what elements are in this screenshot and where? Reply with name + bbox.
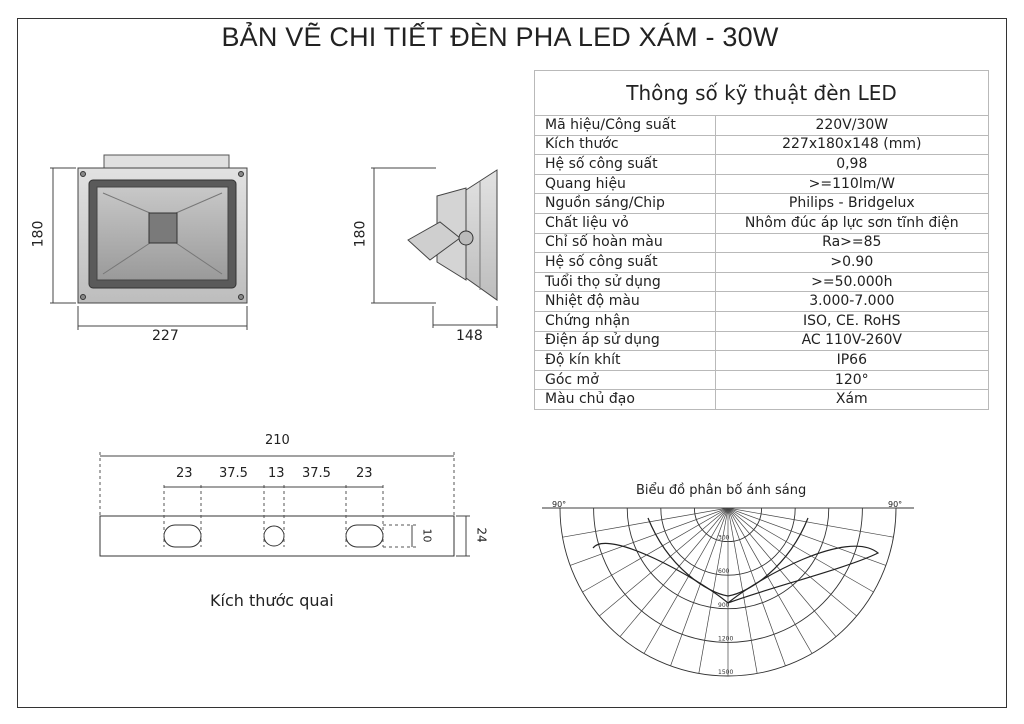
polar-ring-label: 300 [718, 535, 730, 542]
polar-spoke [727, 507, 813, 654]
spec-value: Nhôm đúc áp lực sơn tĩnh điện [714, 212, 990, 234]
polar-spoke [727, 507, 886, 566]
front-height-label: 180 [30, 220, 47, 248]
side-height-label: 180 [352, 220, 369, 248]
side-view [371, 167, 498, 328]
polar-ring-label: 1200 [718, 635, 733, 642]
spec-table-heading-row: Thông số kỹ thuật đèn LED [534, 70, 989, 116]
polar-spoke [562, 507, 729, 538]
bracket-height: 24 [474, 527, 489, 543]
polar-ring-label: 600 [718, 568, 730, 575]
polar-spoke [727, 507, 894, 538]
polar-spoke [698, 507, 729, 674]
bracket-slot-height: 10 [420, 528, 434, 543]
spec-row: Quang hiệu>=110lm/W [534, 173, 990, 195]
polar-spoke [727, 507, 874, 593]
spec-value: ISO, CE. RoHS [714, 310, 990, 332]
front-reflector [102, 192, 223, 275]
spec-value: Philips - Bridgelux [714, 193, 990, 214]
bracket-knob-icon [458, 230, 474, 246]
polar-diagram: 300 600 900 1200 1500 [542, 507, 914, 677]
drawing-frame [17, 18, 1007, 708]
spec-row: Hệ số công suất>0.90 [534, 252, 990, 273]
polar-spoke [727, 507, 857, 617]
bracket-total-length: 210 [265, 433, 290, 448]
spec-label: Chất liệu vỏ [534, 212, 716, 234]
bracket-seg-5: 23 [356, 466, 373, 481]
screw-icon [80, 294, 86, 300]
bracket-seg-1: 23 [176, 466, 193, 481]
polar-angle-left: 90° [552, 500, 567, 509]
polar-caption: Biểu đồ phân bố ánh sáng [636, 483, 807, 498]
polar-ring-label: 900 [718, 602, 730, 609]
spec-value: >=110lm/W [714, 173, 990, 195]
polar-spoke [670, 507, 729, 666]
spec-table-heading: Thông số kỹ thuật đèn LED [534, 70, 989, 116]
front-view [50, 154, 248, 330]
page-title: BẢN VẼ CHI TIẾT ĐÈN PHA LED XÁM - 30W [221, 22, 779, 52]
polar-spoke [570, 507, 729, 566]
screw-icon [238, 294, 244, 300]
bracket-seg-2: 37.5 [219, 466, 248, 481]
front-led-chip [148, 212, 178, 244]
front-bracket [103, 154, 230, 170]
spec-label: Hệ số công suất [534, 154, 716, 175]
spec-label: Nguồn sáng/Chip [534, 193, 716, 214]
spec-label: Kích thước [534, 134, 716, 156]
polar-spoke [727, 507, 786, 666]
bracket-seg-4: 37.5 [302, 466, 331, 481]
side-dimensions [371, 167, 498, 328]
screw-icon [238, 171, 244, 177]
polar-spoke [582, 507, 729, 593]
spec-label: Chỉ số hoàn màu [534, 232, 716, 254]
spec-label: Hệ số công suất [534, 252, 716, 273]
screw-icon [80, 171, 86, 177]
polar-ring-label: 1500 [718, 669, 733, 676]
polar-angle-right: 90° [888, 500, 903, 509]
polar-spoke [619, 507, 729, 637]
bracket-plate [99, 515, 455, 557]
polar-spoke [599, 507, 729, 617]
bracket-drawing [99, 452, 470, 557]
polar-spoke [727, 507, 758, 674]
spec-row: Tuổi thọ sử dụng>=50.000h [534, 271, 990, 293]
bracket-dimension-lines [99, 452, 455, 548]
front-width-label: 227 [152, 328, 179, 344]
spec-value: 3.000-7.000 [714, 291, 990, 312]
bracket-caption: Kích thước quai [210, 591, 334, 610]
polar-spoke [727, 507, 837, 637]
spec-value: Xám [714, 389, 990, 410]
spec-label: Điện áp sử dụng [534, 330, 716, 352]
spec-value: 227x180x148 (mm) [714, 134, 990, 156]
side-depth-label: 148 [456, 328, 483, 344]
bracket-seg-3: 13 [268, 466, 285, 481]
front-dimensions [50, 167, 248, 330]
polar-curve-c90 [647, 517, 809, 597]
spec-table: Thông số kỹ thuật đèn LED Mã hiệu/Công s… [534, 70, 990, 410]
spec-label: Màu chủ đạo [534, 389, 716, 410]
polar-spoke [643, 507, 729, 654]
polar-curve-c0 [592, 542, 880, 604]
